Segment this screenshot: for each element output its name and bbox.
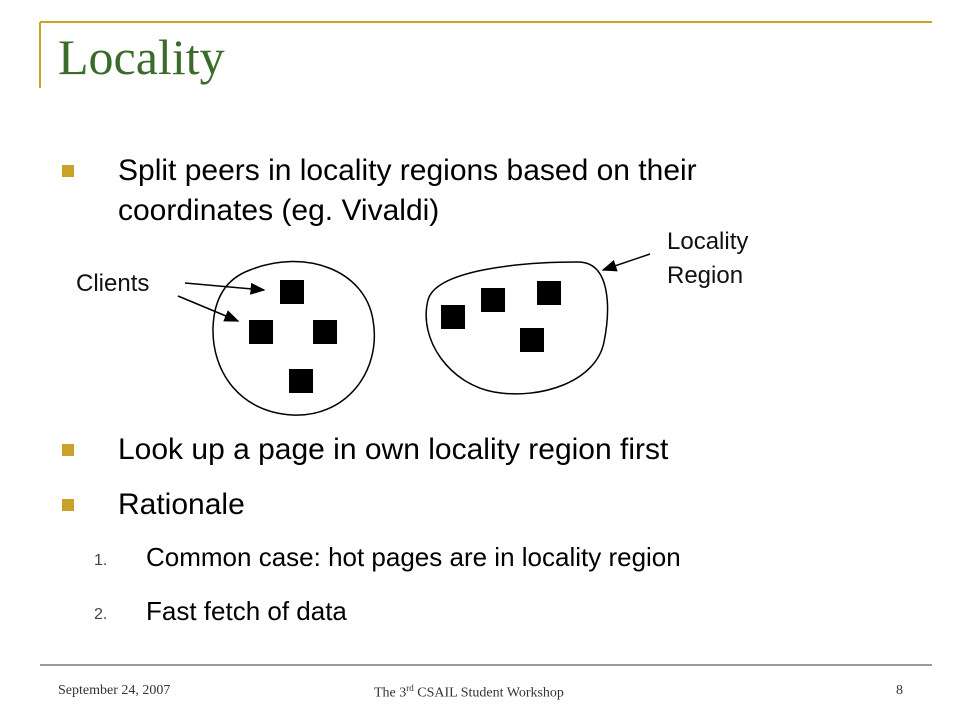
clients-label: Clients (76, 270, 150, 297)
slide-title: Locality (58, 29, 225, 85)
bullet-marker (62, 499, 74, 511)
subitem-text: Common case: hot pages are in locality r… (146, 542, 681, 572)
bullet-text: Rationale (118, 488, 245, 521)
bullet-marker (62, 165, 74, 177)
client-node (441, 305, 465, 329)
client-node (481, 288, 505, 312)
client-node (289, 369, 313, 393)
bullet-line: coordinates (eg. Vivaldi) (118, 194, 440, 227)
footer-workshop-sup: rd (406, 683, 414, 693)
client-node (280, 280, 304, 304)
bullet-text: Look up a page in own locality region fi… (118, 433, 669, 466)
bullet-line: Split peers in locality regions based on… (118, 154, 697, 187)
locality-region-left (212, 260, 376, 416)
client-node (537, 281, 561, 305)
footer-workshop-suffix: CSAIL Student Workshop (413, 685, 564, 701)
clients-arrow-lower (177, 295, 240, 322)
clients-arrow-upper (184, 282, 266, 295)
client-node (313, 320, 337, 344)
region-label-line: Region (667, 262, 744, 289)
client-node (520, 328, 544, 352)
bullet-text: Split peers in locality regions based on… (118, 151, 697, 231)
region-arrow (601, 253, 651, 272)
subitem-number: 2. (94, 606, 108, 623)
region-label-line: Locality (667, 228, 749, 255)
subitem-text: Fast fetch of data (146, 596, 347, 626)
footer-page-number: 8 (896, 683, 903, 698)
locality-region-right (425, 261, 609, 395)
locality-region-label: Locality Region (667, 225, 748, 293)
client-node (249, 320, 273, 344)
bullet-marker (62, 444, 74, 456)
footer-date: September 24, 2007 (58, 683, 171, 698)
footer-workshop-prefix: The 3 (374, 685, 407, 701)
footer-workshop: The 3rd CSAIL Student Workshop (374, 683, 564, 702)
subitem-number: 1. (94, 552, 108, 569)
